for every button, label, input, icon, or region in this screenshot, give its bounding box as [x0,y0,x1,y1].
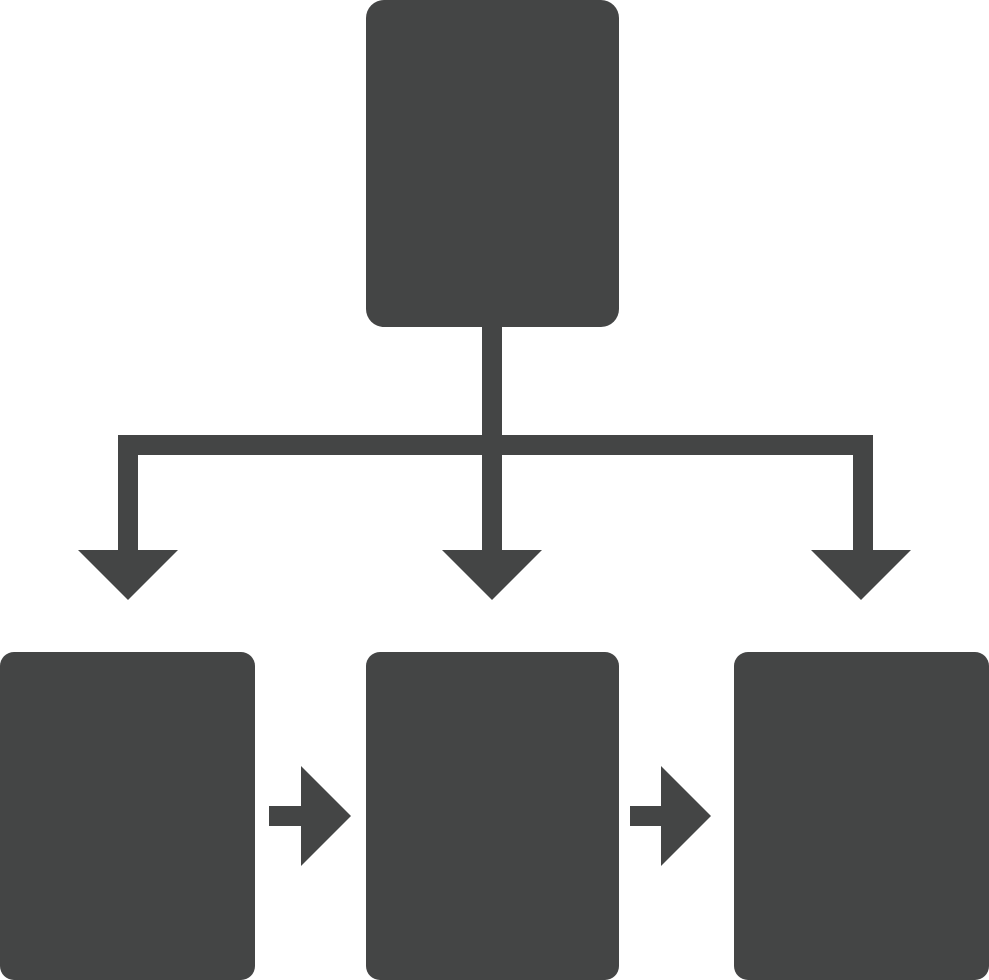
left-branch-drop [118,435,138,555]
left-node-box [0,652,255,980]
right-arrow-icon-2 [630,766,711,866]
branch-bar-connector [118,435,873,455]
middle-down-arrow-icon [442,550,542,600]
middle-node-box [366,652,619,980]
right-down-arrow-icon [811,550,911,600]
right-branch-drop [853,435,873,555]
left-down-arrow-icon [78,550,178,600]
right-arrow-icon-1 [269,766,351,866]
right-node-box [734,652,989,980]
top-node-box [366,0,619,327]
